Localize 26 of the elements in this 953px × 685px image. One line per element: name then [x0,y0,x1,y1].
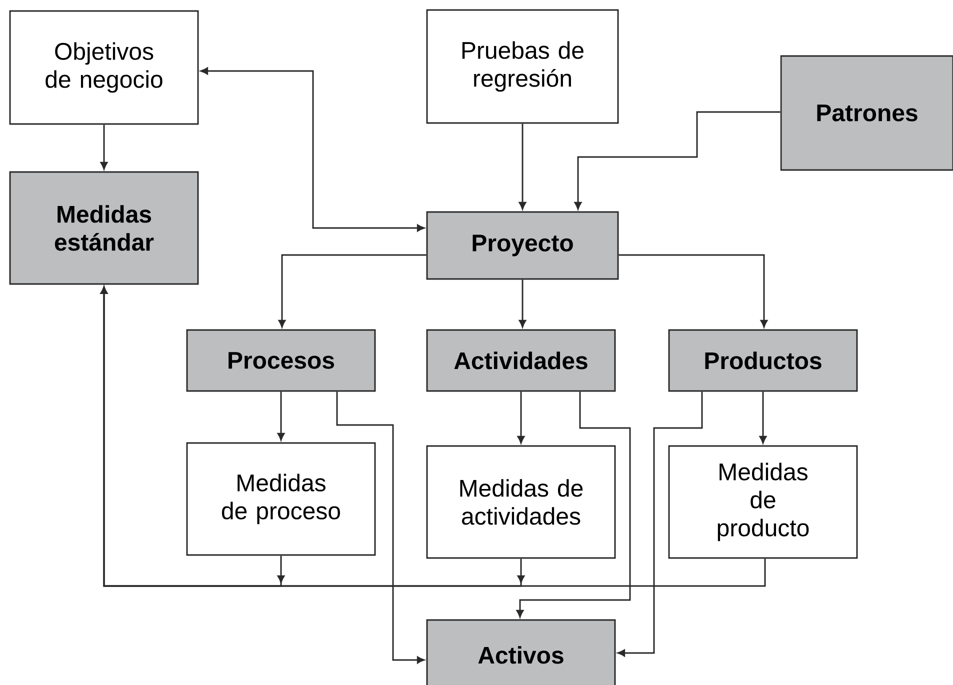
text-box: Medidas de proceso [186,442,376,556]
arrow [100,124,108,170]
arrow [277,392,285,440]
arrow [200,67,425,232]
arrow [618,254,768,328]
text-box: Objetivos de negocio [9,10,199,125]
process-box: Productos [668,329,858,392]
arrow [617,392,703,657]
arrow [518,280,526,328]
arrow [759,392,767,444]
process-box: Procesos [186,329,376,392]
text-box: Pruebas de regresión [426,9,619,124]
process-box: Proyecto [426,211,619,280]
arrow [574,111,780,210]
arrow [278,254,426,328]
arrow [518,124,526,210]
text-box: Medidas de producto [668,445,858,559]
arrow [516,392,631,618]
process-box: Medidas estándar [9,171,199,285]
arrow [100,286,766,587]
text-box: Medidas de actividades [426,445,616,559]
process-box: Activos [426,619,616,685]
process-box: Patrones [780,55,953,171]
process-box: Actividades [426,329,616,392]
arrow [517,392,525,444]
arrow [336,392,425,664]
